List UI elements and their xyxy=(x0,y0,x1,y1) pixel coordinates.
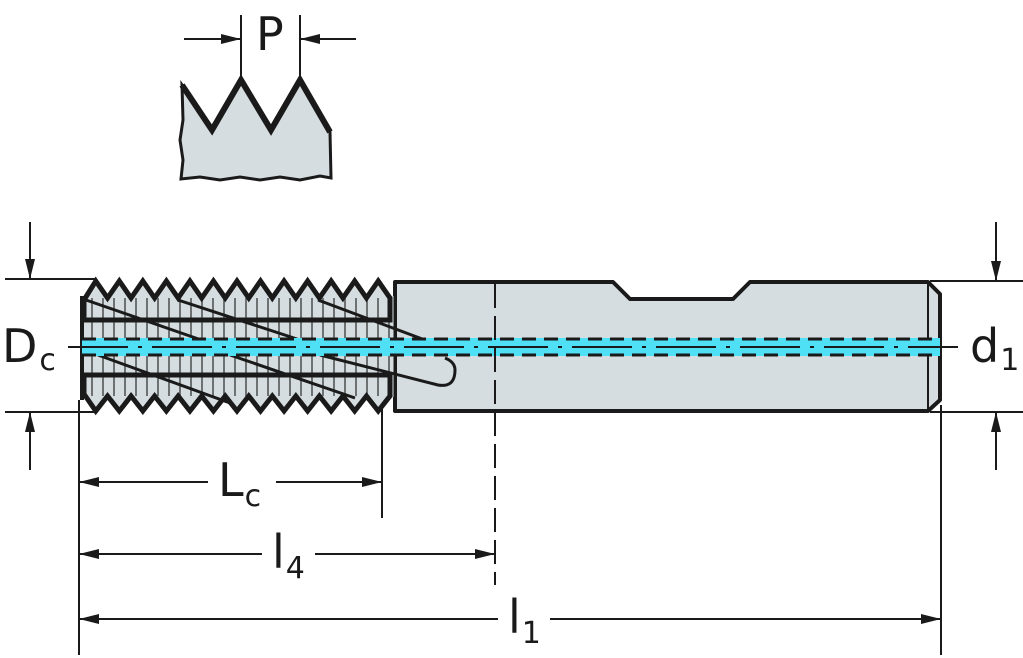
flute-3 xyxy=(229,353,356,400)
thread-teeth-top xyxy=(81,276,393,323)
tool-body xyxy=(68,276,958,585)
flute-1 xyxy=(85,298,211,345)
overall-length-label: l1 xyxy=(508,590,541,651)
usable-length-dimension: l4 xyxy=(79,525,495,586)
flute-6 xyxy=(97,353,231,405)
length-dimensions: Lc l4 l1 xyxy=(78,400,942,655)
flute-2 xyxy=(177,298,301,342)
pitch-detail: P xyxy=(178,7,356,182)
cutting-length-label: Lc xyxy=(218,453,261,514)
cutting-length-dimension: Lc xyxy=(79,453,382,514)
shank-diameter-dimension: d1 xyxy=(930,222,1023,470)
flute-5 xyxy=(317,298,426,342)
overall-length-dimension: l1 xyxy=(79,590,941,651)
shank-diameter-label: d1 xyxy=(970,319,1019,378)
usable-length-label: l4 xyxy=(272,525,305,586)
flute-4 xyxy=(319,353,457,387)
cutting-diameter-label: Dc xyxy=(2,319,56,378)
pitch-label: P xyxy=(256,7,284,61)
